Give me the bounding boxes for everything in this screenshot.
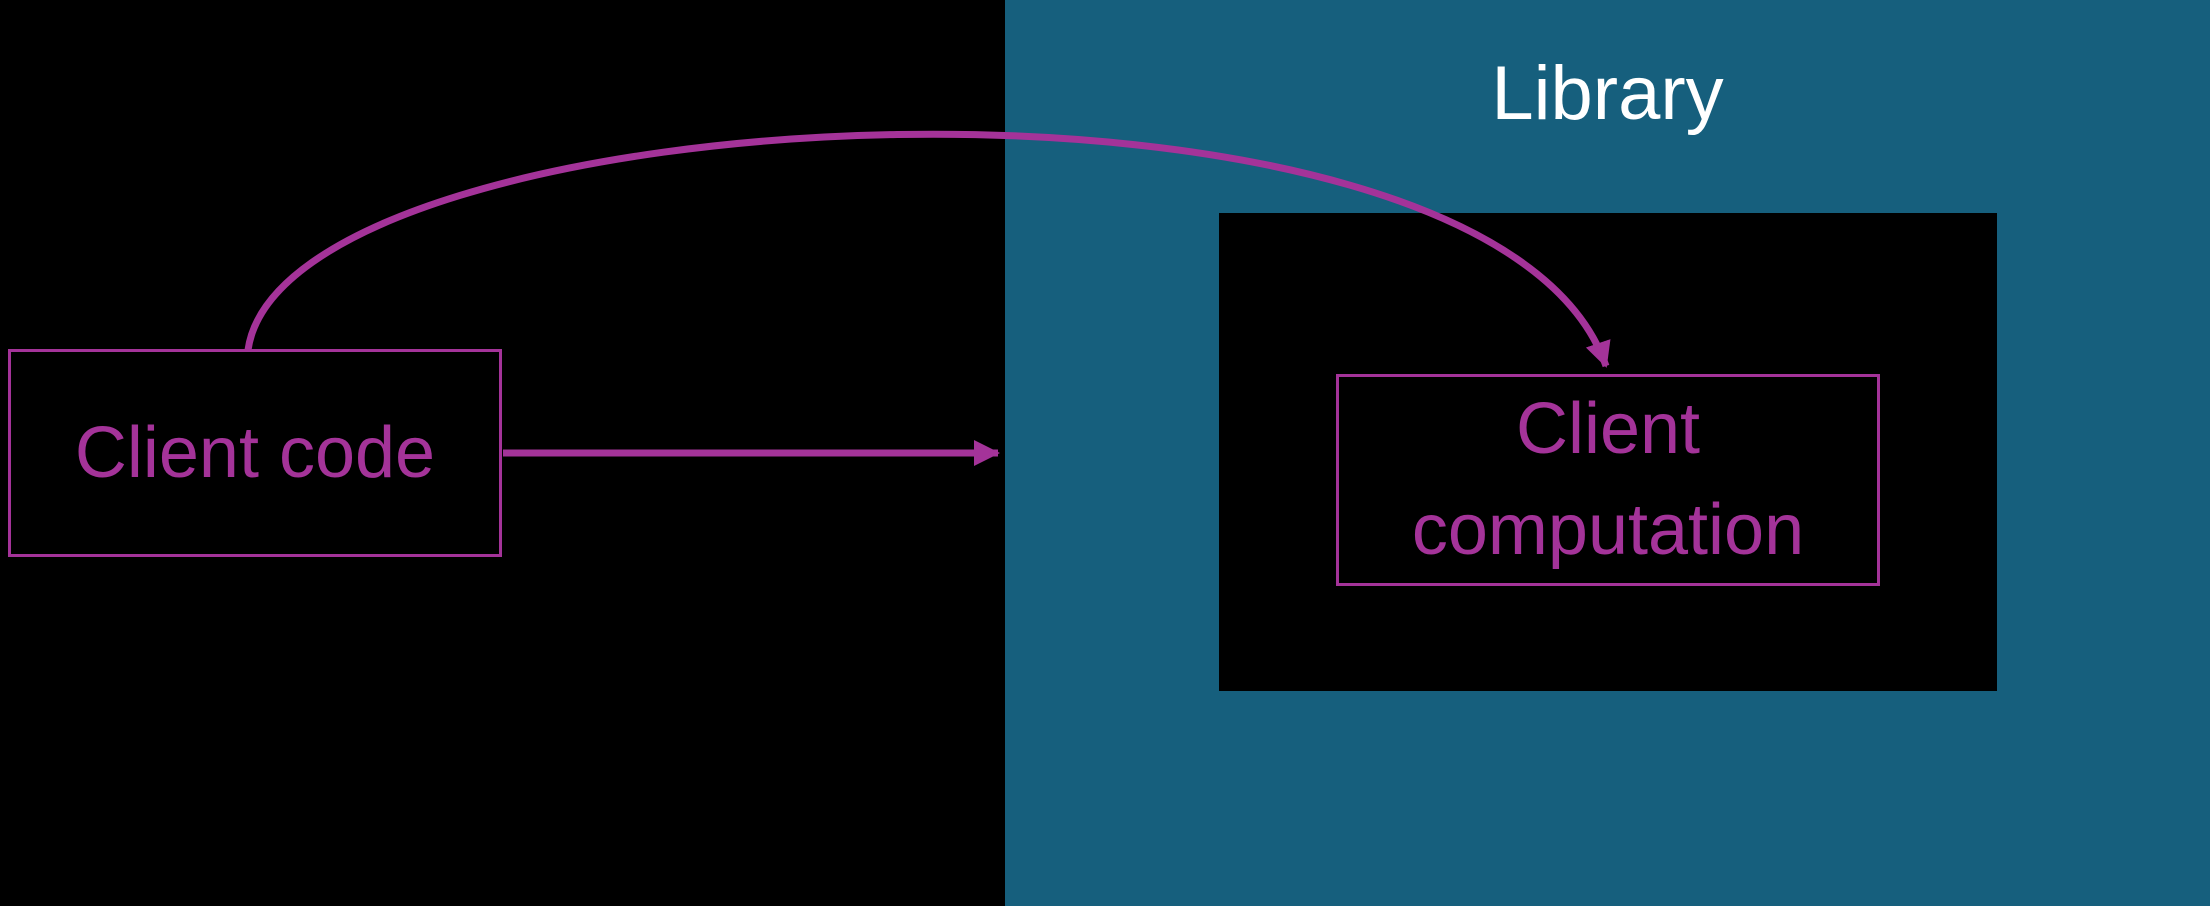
client-code-box: Client code [8,349,502,557]
client-computation-label: Client computation [1411,389,1805,570]
client-code-label: Client code [74,412,436,493]
client-computation-box: Client computation [1336,374,1880,586]
library-label: Library [1491,51,1724,136]
